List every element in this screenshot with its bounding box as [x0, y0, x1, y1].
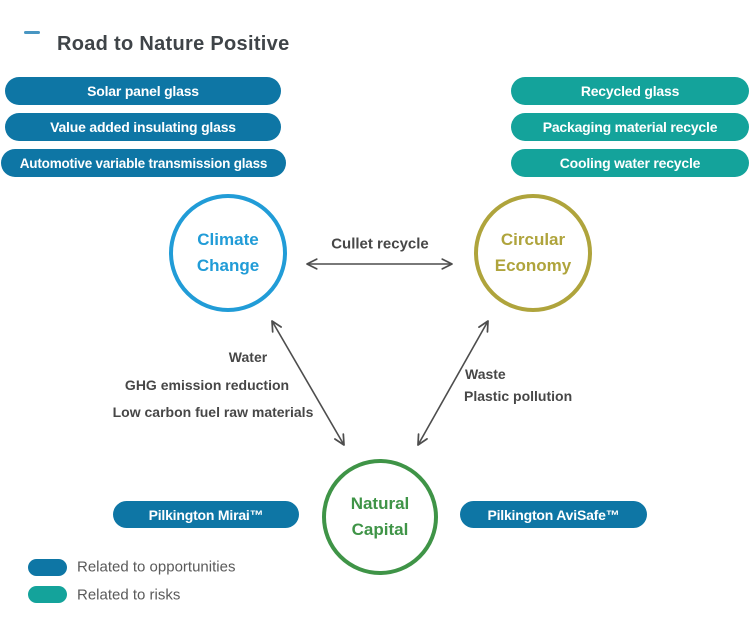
node-climate-change: Climate Change [169, 194, 287, 312]
title-dash-icon [24, 31, 40, 34]
product-pill-pilkington-avisafe: Pilkington AviSafe™ [460, 501, 647, 528]
opportunity-pill-value-added-insulating-glass: Value added insulating glass [5, 113, 281, 141]
arrow-economy-capital [417, 320, 489, 446]
legend-swatch-opportunities [28, 559, 67, 576]
legend-swatch-risks [28, 586, 67, 603]
legend-label-risks: Related to risks [77, 586, 181, 604]
node-natural-capital-line1: Natural [350, 494, 410, 513]
risk-pill-recycled-glass: Recycled glass [511, 77, 749, 105]
legend-label-opportunities: Related to opportunities [77, 558, 236, 576]
link-label-cullet-recycle: Cullet recycle [331, 235, 429, 253]
node-circular-economy: Circular Economy [474, 194, 592, 312]
node-natural-capital: Natural Capital [322, 459, 438, 575]
opportunity-pill-solar-panel-glass: Solar panel glass [5, 77, 281, 105]
page-title: Road to Nature Positive [57, 33, 290, 56]
risk-pill-packaging-material-recycle: Packaging material recycle [511, 113, 749, 141]
node-climate-change-line2: Change [196, 256, 260, 275]
node-climate-change-line1: Climate [197, 230, 259, 249]
link-label-ghg-emission-reduction: GHG emission reduction [124, 377, 290, 393]
node-natural-capital-line2: Capital [351, 520, 409, 539]
link-label-low-carbon-fuel-raw-materials: Low carbon fuel raw materials [112, 404, 314, 420]
link-label-water: Water [228, 349, 268, 365]
link-label-waste: Waste [465, 366, 506, 382]
risk-pill-cooling-water-recycle: Cooling water recycle [511, 149, 749, 177]
node-circular-economy-line2: Economy [494, 256, 572, 275]
product-pill-pilkington-mirai: Pilkington Mirai™ [113, 501, 299, 528]
node-circular-economy-line1: Circular [500, 230, 566, 249]
link-label-plastic-pollution: Plastic pollution [464, 388, 573, 404]
opportunity-pill-automotive-variable-transmission-glass: Automotive variable transmission glass [1, 149, 286, 177]
